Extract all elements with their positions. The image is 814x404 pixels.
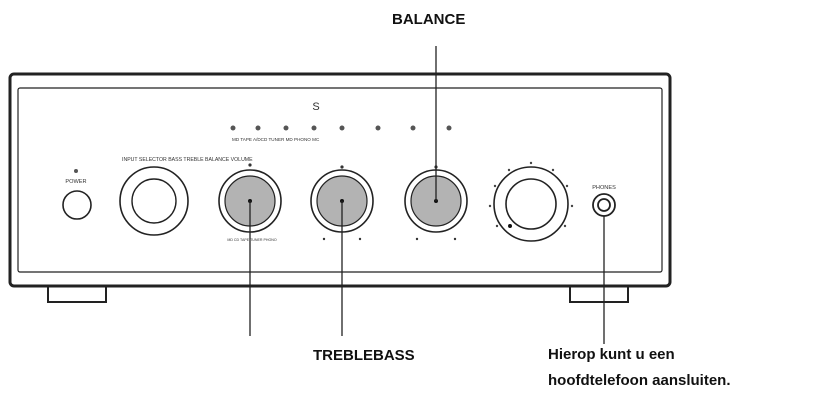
bass-scale-mark (248, 163, 252, 167)
volume-scale-mark (529, 161, 533, 165)
volume-scale-mark (551, 168, 555, 172)
phones-callout-line2: hoofdtelefoon aansluiten. (548, 372, 731, 389)
phones-callout-line1: Hierop kunt u een (548, 346, 675, 363)
control-row-label: INPUT SELECTOR BASS TREBLE BALANCE VOLUM… (122, 157, 253, 163)
volume-scale-mark (493, 184, 497, 188)
indicator-led (446, 125, 452, 131)
balance-callout-label: BALANCE (392, 11, 466, 28)
brand-logo: S (312, 101, 319, 113)
treble-scale-mark (340, 165, 344, 169)
input-sub-label: MD CD TAPE TUNER PHONO (227, 238, 277, 242)
phones-label: PHONES (592, 185, 616, 191)
treble-bass-callout-label: TREBLEBASS (313, 347, 415, 364)
treble-scale-mark (358, 237, 362, 241)
power-button[interactable] (62, 190, 92, 220)
volume-scale-mark (565, 184, 569, 188)
volume-scale-mark (563, 224, 567, 228)
treble-scale-mark (322, 237, 326, 241)
phones-jack-inner (597, 198, 611, 212)
volume-scale (488, 161, 574, 228)
indicator-led (410, 125, 416, 131)
input-selector-inner-ring (131, 178, 177, 224)
indicator-led (375, 125, 381, 131)
balance-scale-mark (415, 237, 419, 241)
volume-knob-pointer (508, 224, 512, 228)
balance-scale-mark (453, 237, 457, 241)
input-indicators (230, 125, 452, 131)
indicator-labels: MD TAPE A/DCD TUNER MD PHONO MC (232, 137, 320, 142)
power-label: POWER (65, 179, 86, 185)
power-indicator (74, 169, 78, 173)
indicator-led (339, 125, 345, 131)
volume-scale-mark (488, 204, 492, 208)
indicator-led (283, 125, 289, 131)
indicator-led (311, 125, 317, 131)
volume-scale-mark (570, 204, 574, 208)
volume-scale-mark (507, 168, 511, 172)
indicator-led (255, 125, 261, 131)
indicator-led (230, 125, 236, 131)
volume-knob[interactable] (505, 178, 557, 230)
volume-scale-mark (495, 224, 499, 228)
